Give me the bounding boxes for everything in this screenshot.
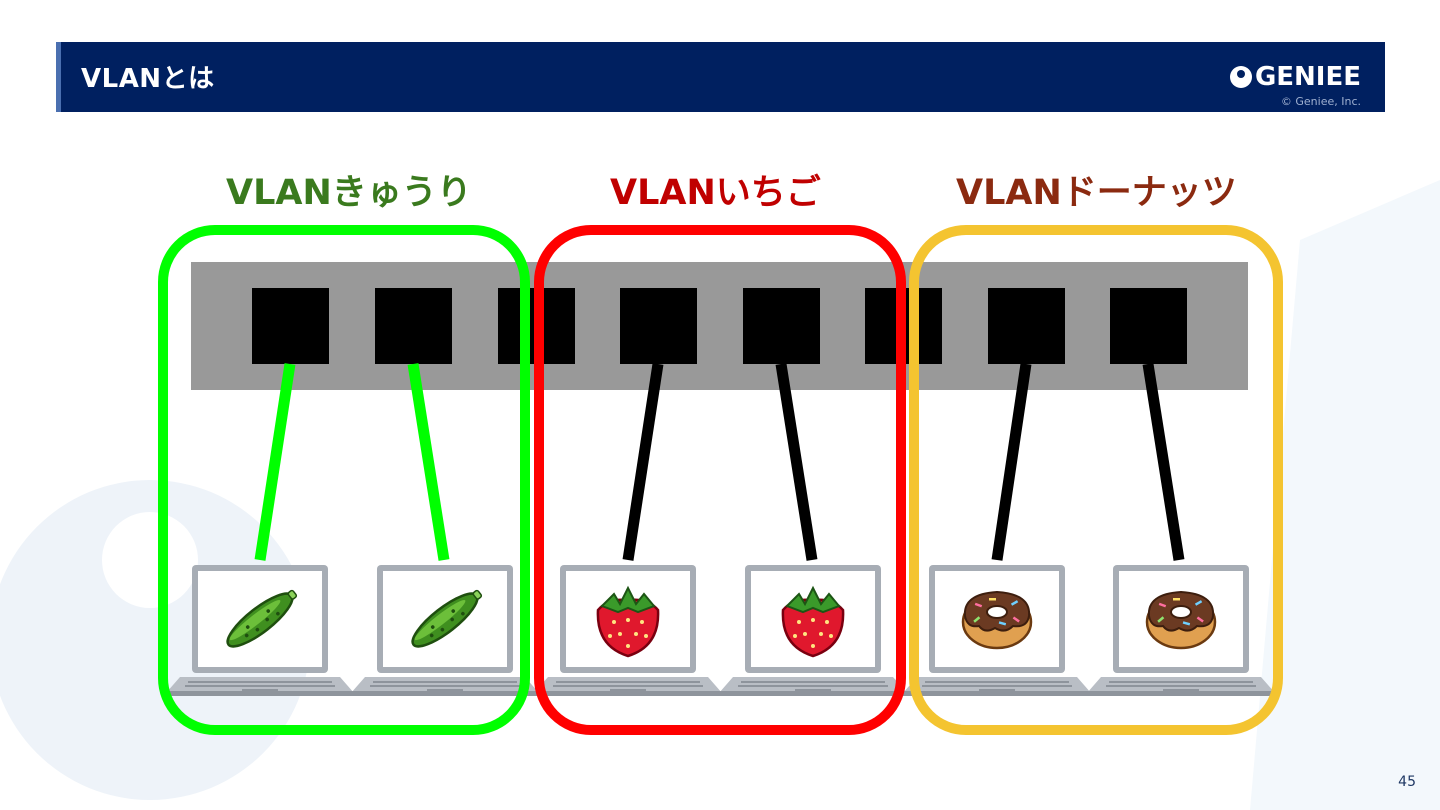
donut-icon [1145, 590, 1217, 650]
company-logo: GENIEE [1229, 62, 1361, 92]
vlan-group-strawberry [534, 225, 906, 735]
cable [775, 363, 818, 561]
cable [1142, 363, 1185, 561]
network-cables [254, 363, 1185, 561]
vlan-label-donut: VLANドーナッツ [956, 173, 1237, 213]
page-number: 45 [1398, 774, 1416, 790]
cable [991, 363, 1032, 561]
switch-port [620, 288, 697, 364]
donut-icon [961, 590, 1033, 650]
vlan-group-donut [909, 225, 1283, 735]
vlan-label-strawberry: VLANいちご [610, 173, 821, 213]
laptop-cucumber-2 [350, 564, 540, 697]
laptop-donut-2 [1086, 564, 1276, 697]
laptop-strawberry-2 [718, 564, 908, 697]
switch-port [375, 288, 452, 364]
vlan-label-cucumber: VLANきゅうり [226, 173, 472, 213]
switch-port [252, 288, 329, 364]
vlan-group-cucumber [158, 225, 530, 735]
background-decoration [0, 180, 1440, 810]
switch-port [743, 288, 820, 364]
cable [622, 363, 664, 561]
header-accent-stripe [56, 42, 61, 112]
network-switch [191, 262, 1248, 390]
cable [407, 363, 450, 561]
copyright-text: © Geniee, Inc. [1280, 95, 1361, 108]
page-title: VLANとは [81, 64, 215, 94]
switch-ports [252, 288, 1187, 364]
cable [254, 363, 296, 561]
laptop-donut-1 [902, 564, 1092, 697]
switch-port [1110, 288, 1187, 364]
laptop-strawberry-1 [533, 564, 723, 697]
switch-port [988, 288, 1065, 364]
logo-mark-icon [1229, 66, 1252, 88]
logo-text: GENIEE [1254, 62, 1361, 92]
slide-header: VLANとは GENIEE © Geniee, Inc. [56, 42, 1385, 112]
